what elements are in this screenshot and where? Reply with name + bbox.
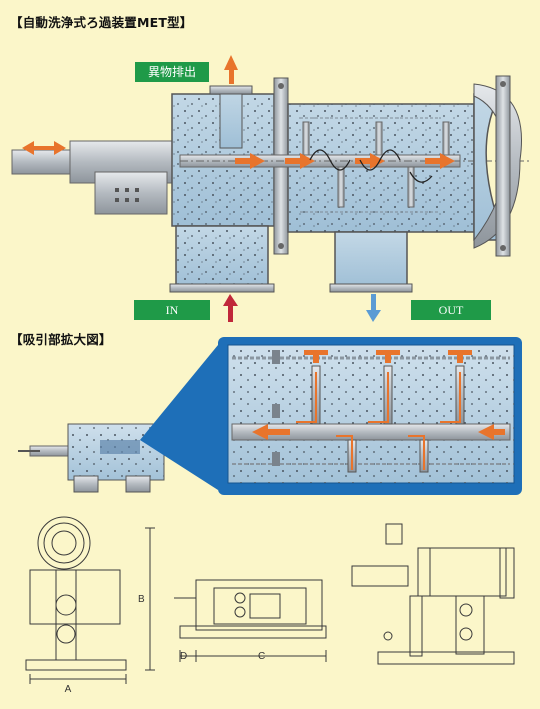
main-cutaway-diagram xyxy=(11,55,530,322)
detail-title: 【吸引部拡大図】 xyxy=(10,332,112,347)
suction-detail-diagram xyxy=(18,337,522,495)
waste-out-label: 異物排出 xyxy=(135,62,209,82)
inlet-label: IN xyxy=(134,300,210,320)
dimension-c-label: C xyxy=(258,651,265,662)
dimension-b-label: B xyxy=(138,594,145,605)
outlet-label: OUT xyxy=(411,300,491,320)
main-title: 【自動洗浄式ろ過装置MET型】 xyxy=(10,15,193,30)
dimension-d-label: D xyxy=(180,651,187,662)
dimension-a-label: A xyxy=(65,684,72,695)
